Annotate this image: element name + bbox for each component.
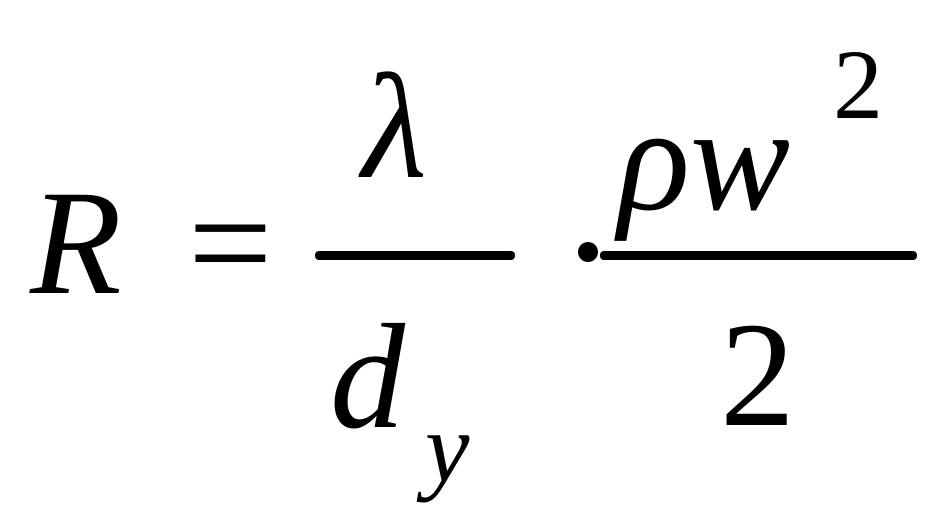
fraction-1-denominator-subscript: y [425, 392, 470, 503]
formula-lhs: R [30, 160, 122, 326]
fraction-2-numerator-superscript: 2 [833, 29, 883, 140]
fraction-2-denominator: 2 [720, 292, 795, 458]
fraction-1-bar [315, 251, 515, 260]
fraction-1-numerator: λ [362, 44, 427, 210]
equals-sign: = [188, 160, 273, 326]
fraction-2-numerator: ρw [618, 76, 791, 242]
multiply-dot: · [578, 242, 598, 262]
fraction-1-denominator: d [330, 294, 405, 460]
fraction-2-bar [600, 251, 917, 260]
